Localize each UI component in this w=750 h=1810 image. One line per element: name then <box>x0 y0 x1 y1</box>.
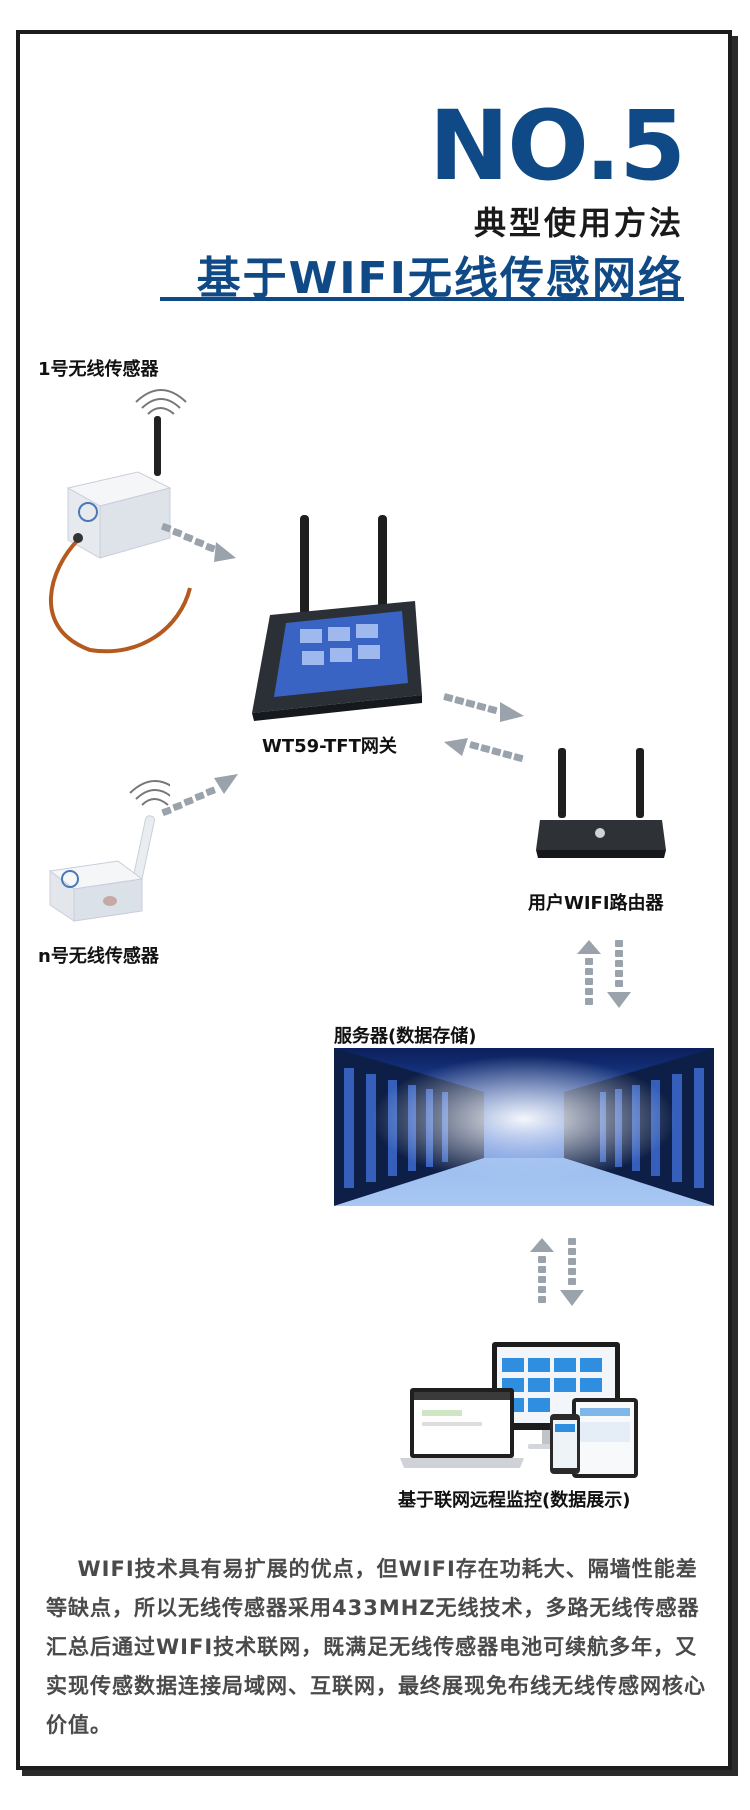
server-room-image <box>334 1048 714 1206</box>
gateway-label: WT59-TFT网关 <box>262 736 397 757</box>
monitor-devices <box>400 1342 638 1478</box>
sensor-n-label: n号无线传感器 <box>38 946 159 967</box>
title-underline <box>160 297 684 301</box>
gateway-device <box>252 515 422 721</box>
section-number: NO.5 <box>428 90 686 202</box>
arrow-sensor1-to-gateway <box>161 523 236 562</box>
section-subtitle: 典型使用方法 <box>473 204 684 242</box>
arrow-router-server-bidirectional <box>577 940 631 1008</box>
router-device <box>536 748 666 858</box>
server-label: 服务器(数据存储) <box>334 1026 477 1047</box>
sensor-n-device <box>48 780 170 922</box>
sensor-1-label: 1号无线传感器 <box>38 359 159 380</box>
section-title: 基于WIFI无线传感网络 <box>196 253 684 304</box>
arrow-sensorn-to-gateway <box>161 774 238 816</box>
router-label: 用户WIFI路由器 <box>528 893 664 914</box>
monitor-label: 基于联网远程监控(数据展示) <box>398 1490 631 1511</box>
sensor-1-device <box>48 389 192 654</box>
arrow-gateway-router-bidirectional <box>443 693 524 762</box>
arrow-server-monitor-bidirectional <box>530 1238 584 1306</box>
description-paragraph: WIFI技术具有易扩展的优点，但WIFI存在功耗大、隔墙性能差等缺点，所以无线传… <box>46 1557 706 1737</box>
